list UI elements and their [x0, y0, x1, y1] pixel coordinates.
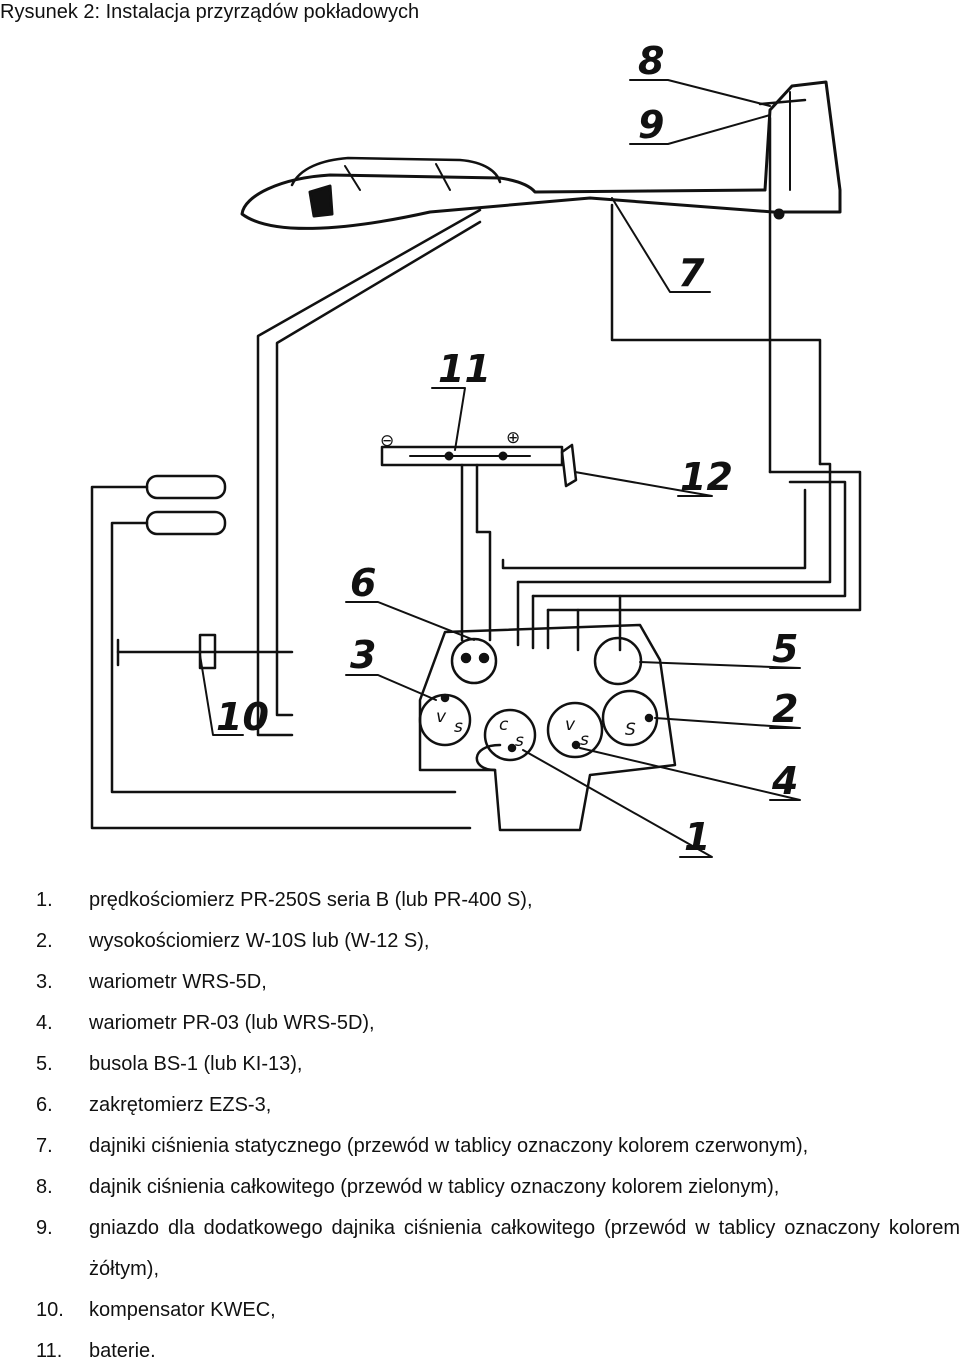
legend-item: 3.wariometr WRS-5D, [36, 971, 267, 993]
legend-item: 2.wysokościomierz W-10S lub (W-12 S), [36, 930, 430, 952]
instrument-panel [418, 623, 677, 832]
callout-11: 11 [438, 347, 491, 391]
callout-9: 9 [638, 103, 664, 147]
plus-symbol: ⊕ [506, 428, 520, 448]
leader-lines [199, 79, 801, 858]
callout-3: 3 [350, 633, 376, 677]
compensator-circuit [90, 474, 472, 830]
instrument-installation-diagram: v s c s v s S 8 9 7 11 12 6 3 10 5 2 4 1… [90, 39, 862, 859]
gauge-marks: v s c s v s S [436, 707, 636, 751]
callout-5: 5 [772, 627, 798, 671]
legend-item: 11.baterie. [36, 1340, 156, 1362]
callout-2: 2 [772, 687, 798, 731]
svg-text:v: v [565, 715, 576, 735]
callout-numbers: 8 9 7 11 12 6 3 10 5 2 4 1 ⊖ ⊕ [216, 39, 798, 859]
callout-10: 10 [216, 695, 269, 739]
legend-item: 5.busola BS-1 (lub KI-13), [36, 1053, 303, 1075]
figure-title: Rysunek 2: Instalacja przyrządów pokłado… [0, 1, 420, 23]
minus-symbol: ⊖ [380, 431, 394, 451]
legend-item: 7.dajniki ciśnienia statycznego (przewód… [36, 1135, 809, 1157]
svg-text:s: s [454, 717, 463, 737]
callout-4: 4 [771, 759, 798, 803]
legend-item: 10.kompensator KWEC, [36, 1299, 276, 1321]
callout-6: 6 [350, 561, 376, 605]
callout-7: 7 [678, 251, 705, 295]
legend-item: 9.gniazdo dla dodatkowego dajnika ciśnie… [36, 1217, 960, 1280]
svg-text:S: S [625, 720, 636, 740]
callout-1: 1 [684, 815, 710, 859]
battery-switch-circuit [380, 443, 578, 642]
legend-item: 8.dajnik ciśnienia całkowitego (przewód … [36, 1176, 780, 1198]
pressure-lines [256, 116, 822, 737]
legend-list: 1.prędkościomierz PR-250S seria B (lub P… [0, 880, 960, 1372]
legend-item: 6.zakrętomierz EZS-3, [36, 1094, 272, 1116]
legend-item: 4.wariometr PR-03 (lub WRS-5D), [36, 1012, 375, 1034]
manifold-lines [501, 462, 862, 652]
callout-12: 12 [680, 455, 733, 499]
glider-silhouette [240, 80, 842, 230]
svg-text:v: v [436, 707, 447, 727]
svg-text:s: s [580, 730, 589, 750]
svg-text:s: s [515, 731, 524, 751]
svg-text:c: c [499, 715, 509, 735]
legend-item: 1.prędkościomierz PR-250S seria B (lub P… [36, 889, 533, 911]
callout-8: 8 [638, 39, 664, 83]
